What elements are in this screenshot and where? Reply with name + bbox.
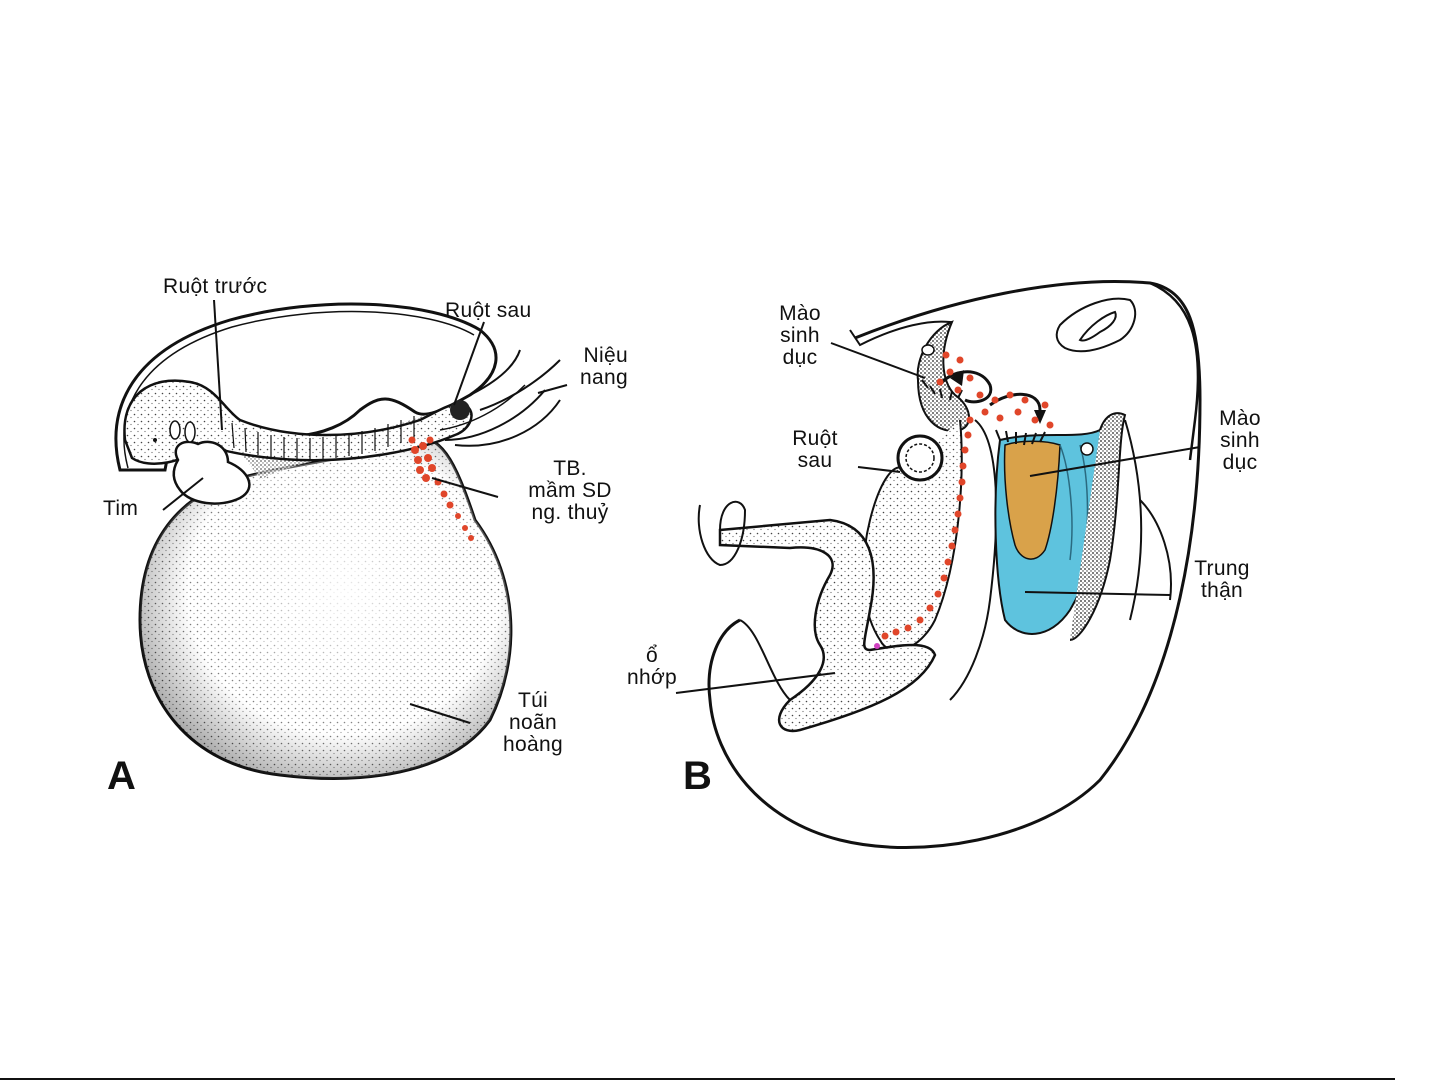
body-outline — [707, 280, 1202, 849]
label-nieu-nang-line2: nang — [580, 366, 628, 389]
label-tim: Tim — [103, 497, 139, 520]
label-trung-than-line2: thận — [1200, 579, 1244, 602]
label-mao-sinh-duc-left-line2: sinh — [780, 324, 820, 347]
label-mao-sinh-duc-left: Mào sinh dục — [755, 303, 845, 369]
label-tui-noan-hoang: Túi noãn hoàng — [488, 690, 578, 756]
allantois — [444, 349, 561, 447]
label-nieu-nang: Niệu nang — [580, 345, 628, 389]
label-ruot-truoc: Ruột trước — [163, 275, 268, 298]
panel-label-a: A — [107, 754, 136, 798]
panel-label-b: B — [683, 754, 712, 798]
label-mao-sinh-duc-left-line3: dục — [782, 346, 818, 369]
gonad-ridge — [1003, 440, 1061, 560]
label-tb-mam-sd-line1: TB. — [553, 457, 587, 480]
label-tb-mam-sd-line3: ng. thuỷ — [531, 501, 609, 524]
footer-rule — [0, 1078, 1395, 1080]
label-trung-than: Trung thận — [1172, 558, 1272, 602]
label-o-nhop-line1: ổ — [646, 644, 658, 667]
panel-a-drawing — [114, 299, 568, 780]
migration-arrow-1 — [938, 370, 993, 404]
label-o-nhop-line2: nhớp — [626, 666, 677, 689]
label-mao-sinh-duc-left-line1: Mào — [779, 302, 821, 325]
label-mao-sinh-duc-right-line3: dục — [1222, 451, 1258, 474]
label-tui-noan-hoang-line1: Túi — [517, 689, 549, 712]
heart — [172, 440, 251, 505]
neural-tube — [1055, 297, 1137, 353]
label-mao-sinh-duc-right-line2: sinh — [1220, 429, 1260, 452]
label-o-nhop: ổ nhớp — [612, 645, 692, 689]
label-ruot-sau-b: Ruột sau — [775, 428, 855, 472]
label-tui-noan-hoang-line3: hoàng — [503, 733, 563, 756]
label-nieu-nang-line1: Niệu — [583, 344, 628, 367]
label-tb-mam-sd: TB. mầm SD ng. thuỷ — [500, 458, 640, 524]
label-mao-sinh-duc-right: Mào sinh dục — [1195, 408, 1285, 474]
label-ruot-sau-a: Ruột sau — [445, 299, 532, 322]
hindgut — [450, 400, 470, 420]
leader-lines-b — [675, 342, 1201, 694]
somites — [231, 416, 415, 460]
germ-cells-b — [881, 351, 1054, 640]
label-tui-noan-hoang-line2: noãn — [509, 711, 557, 734]
leader-lines-a — [162, 299, 568, 724]
label-mao-sinh-duc-right-line1: Mào — [1219, 407, 1261, 430]
label-trung-than-line1: Trung — [1194, 557, 1250, 580]
panel-b-drawing — [675, 280, 1202, 849]
label-ruot-sau-b-line1: Ruột — [792, 427, 838, 450]
label-ruot-sau-b-line2: sau — [797, 449, 833, 472]
label-tb-mam-sd-line2: mầm SD — [528, 479, 612, 502]
cloaca — [718, 518, 937, 733]
